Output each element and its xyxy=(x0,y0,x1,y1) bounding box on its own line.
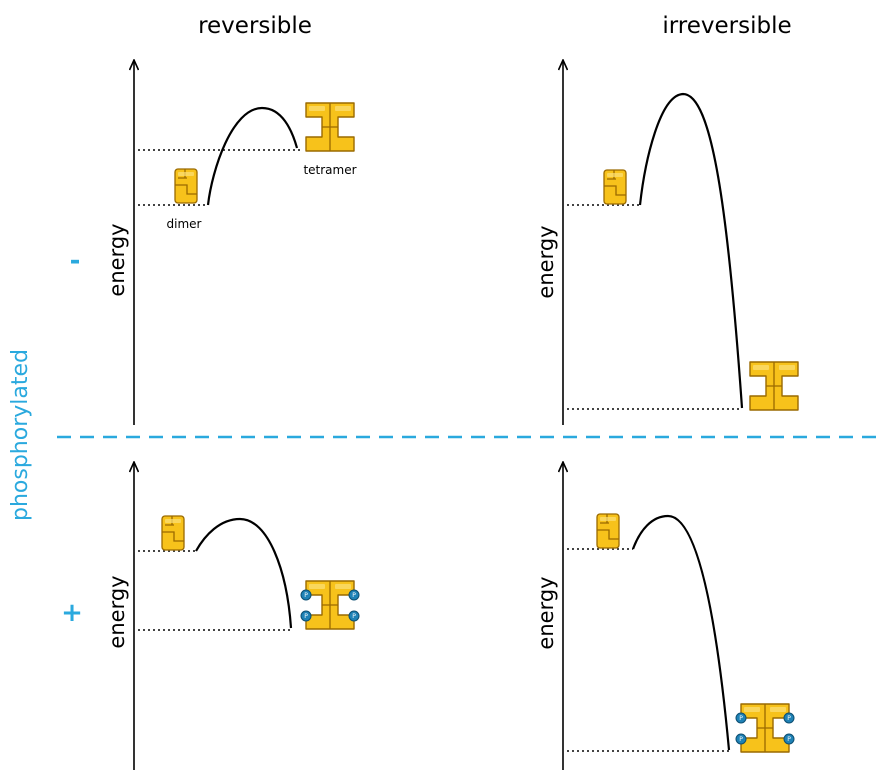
energy-axis-label: energy xyxy=(534,225,558,298)
energy-axis-label: energy xyxy=(105,575,129,648)
phosphate-symbol: P xyxy=(787,715,791,722)
column-title-reversible: reversible xyxy=(198,13,312,39)
phosphate-symbol: P xyxy=(739,715,743,722)
energy-barrier-curve xyxy=(195,517,293,629)
dimer-icon xyxy=(174,168,198,204)
panel-irreversible-phosphorylated: energy P P P P xyxy=(534,462,795,770)
panel-irreversible-unphosphorylated: energy xyxy=(534,60,799,425)
energy-barrier-curve xyxy=(631,514,731,751)
phosphate-symbol: P xyxy=(787,736,791,743)
energy-axis-label: energy xyxy=(105,223,129,296)
energy-axis-label: energy xyxy=(534,576,558,649)
phosphate-symbol: P xyxy=(352,592,356,599)
column-title-irreversible: irreversible xyxy=(662,13,791,39)
phosphate-symbol: P xyxy=(304,613,308,620)
phosphorylated-label: phosphorylated xyxy=(8,349,33,521)
plus-sign: + xyxy=(61,598,83,628)
energy-barrier-curve xyxy=(638,92,744,409)
dimer-icon xyxy=(161,515,185,551)
phosphate-symbol: P xyxy=(739,736,743,743)
phosphorylated-tetramer-icon: P P P P xyxy=(300,580,360,630)
dimer-icon xyxy=(596,513,620,549)
phosphate-symbol: P xyxy=(304,592,308,599)
tetramer-icon xyxy=(305,102,355,152)
dimer-icon xyxy=(603,169,627,205)
phosphate-symbol: P xyxy=(352,613,356,620)
energy-barrier-curve xyxy=(206,106,299,206)
tetramer-label: tetramer xyxy=(303,163,356,177)
panel-reversible-unphosphorylated: energy dimer tetramer xyxy=(105,60,357,425)
tetramer-icon xyxy=(749,361,799,411)
minus-sign: - xyxy=(70,246,81,276)
panel-reversible-phosphorylated: energy P P P P xyxy=(105,462,360,770)
dimer-label: dimer xyxy=(167,217,202,231)
phosphorylated-tetramer-icon: P P P P xyxy=(735,703,795,753)
